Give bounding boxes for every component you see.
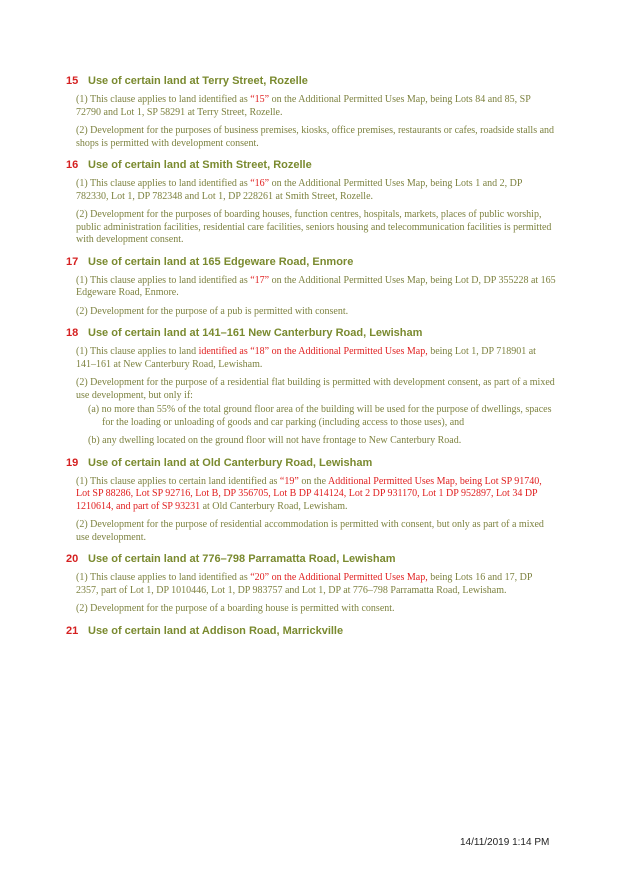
- clause-paragraph-1: (1) This clause applies to land identifi…: [66, 275, 556, 300]
- clause-heading: 21 Use of certain land at Addison Road, M…: [66, 624, 556, 638]
- clause-title: Use of certain land at Smith Street, Roz…: [88, 159, 312, 171]
- clause-title: Use of certain land at Addison Road, Mar…: [88, 624, 344, 637]
- clause-heading: 18 Use of certain land at 141–161 New Can…: [66, 326, 556, 340]
- document-body: 15 Use of certain land at Terry Street, R…: [66, 74, 556, 646]
- map-ref: identified as “18” on the Additional Per…: [198, 346, 428, 357]
- print-timestamp: 14/11/2019 1:14 PM: [460, 837, 550, 848]
- map-ref: “16”: [250, 178, 270, 189]
- clause-paragraph-1: (1) This clause applies to land identifi…: [66, 572, 556, 597]
- clause-heading: 15 Use of certain land at Terry Street, R…: [66, 74, 556, 88]
- subclause-a: (a) no more than 55% of the total ground…: [88, 404, 552, 428]
- map-ref: “15”: [250, 94, 270, 105]
- para-text: on the Additional Permitted Uses Map, be…: [76, 178, 523, 202]
- clause-paragraph-1: (1) This clause applies to land identifi…: [66, 346, 556, 371]
- clause-paragraph-2: (2) Development for the purpose of resid…: [76, 519, 544, 543]
- clause-paragraph-1: (1) This clause applies to land identifi…: [66, 94, 556, 119]
- clause-number: 18: [66, 327, 79, 339]
- para-text: (1) This clause applies to land identifi…: [76, 572, 251, 583]
- para-text: (1) This clause applies to certain land …: [76, 475, 280, 487]
- para-text: being Lot 1, DP 718901 at 141–161 at New…: [76, 346, 536, 370]
- clause-number: 16: [66, 159, 79, 171]
- clause-17: 17 Use of certain land at 165 Edgeware Ro…: [66, 255, 556, 319]
- clause-19: 19 Use of certain land at Old Canterbury …: [66, 456, 556, 545]
- clause-title: Use of certain land at 776–798 Parramatt…: [88, 553, 396, 565]
- clause-number: 19: [66, 456, 79, 469]
- clause-paragraph-1: (1) This clause applies to land identifi…: [66, 178, 556, 203]
- clause-paragraph-2: (2) Development for the purpose of a pub…: [76, 305, 349, 317]
- map-ref: “20” on the Additional Permitted Uses Ma…: [250, 572, 428, 583]
- clause-heading: 16 Use of certain land at Smith Street, R…: [66, 158, 556, 172]
- clause-number: 17: [66, 255, 79, 268]
- para-text: (1) This clause applies to land identifi…: [76, 178, 251, 189]
- clause-20: 20 Use of certain land at 776–798 Parrama…: [66, 552, 556, 616]
- clause-paragraph-1: (1) This clause applies to certain land …: [66, 476, 556, 514]
- clause-16: 16 Use of certain land at Smith Street, R…: [66, 158, 556, 247]
- para-text: on the Additional Permitted Uses Map, be…: [76, 94, 531, 118]
- clause-heading: 17 Use of certain land at 165 Edgeware Ro…: [66, 255, 556, 269]
- map-ref: “19”: [279, 475, 299, 487]
- clause-title: Use of certain land at Terry Street, Roz…: [88, 75, 308, 87]
- clause-title: Use of certain land at Old Canterbury Ro…: [88, 456, 373, 469]
- para-text: at Old Canterbury Road, Lewisham.: [200, 500, 348, 512]
- clause-paragraph-2: (2) Development for the purposes of busi…: [76, 125, 555, 149]
- clause-number: 21: [66, 624, 79, 637]
- clause-title: Use of certain land at 141–161 New Cante…: [88, 327, 423, 339]
- para-text: (1) This clause applies to land: [76, 346, 199, 357]
- para-text: on the: [298, 475, 328, 487]
- para-text: on the Additional Permitted Uses Map, be…: [76, 274, 556, 299]
- subclause-b: (b) any dwelling located on the ground f…: [88, 435, 462, 446]
- clause-number: 15: [66, 75, 79, 87]
- clause-15: 15 Use of certain land at Terry Street, R…: [66, 74, 556, 150]
- clause-heading: 19 Use of certain land at Old Canterbury …: [66, 456, 556, 470]
- para-text: being Lots 16 and 17, DP 2357, part of L…: [76, 572, 533, 596]
- clause-heading: 20 Use of certain land at 776–798 Parrama…: [66, 552, 556, 566]
- clause-18: 18 Use of certain land at 141–161 New Can…: [66, 326, 556, 448]
- para-text: (1) This clause applies to land identifi…: [76, 274, 251, 286]
- map-ref: “17”: [250, 274, 270, 286]
- clause-number: 20: [66, 553, 79, 565]
- clause-21: 21 Use of certain land at Addison Road, M…: [66, 624, 556, 638]
- clause-paragraph-2: (2) Development for the purpose of a res…: [76, 377, 555, 401]
- map-ref: Additional Permitted Uses Map, being Lot…: [76, 475, 542, 512]
- clause-paragraph-2: (2) Development for the purpose of a boa…: [76, 603, 395, 614]
- clause-paragraph-2: (2) Development for the purposes of boar…: [76, 209, 552, 245]
- clause-title: Use of certain land at 165 Edgeware Road…: [88, 255, 354, 268]
- para-text: (1) This clause applies to land identifi…: [76, 94, 251, 105]
